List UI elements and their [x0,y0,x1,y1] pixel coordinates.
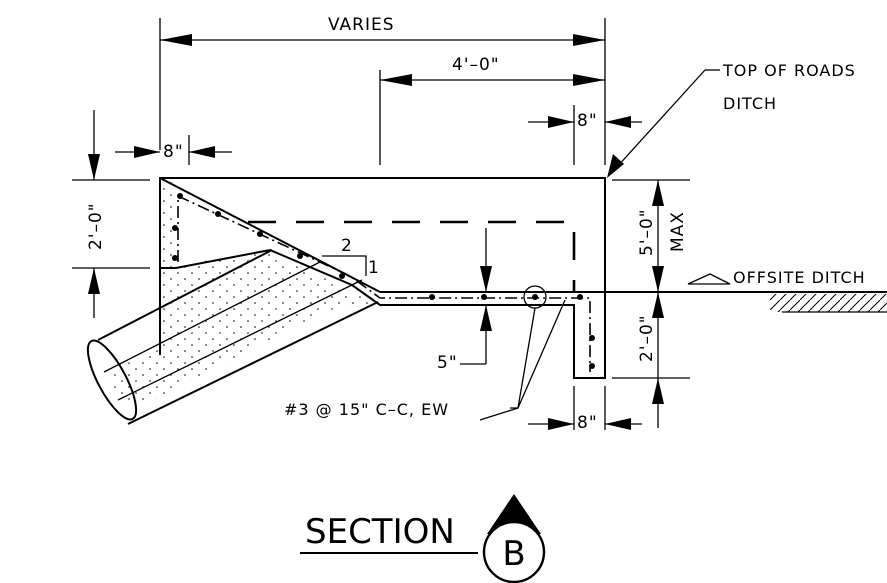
max-label: MAX [668,211,688,252]
varies-arrow-left [160,34,192,46]
rebar-left-wall [177,194,591,372]
top-of-roads-label-line1: TOP OF ROADS [722,61,856,80]
rebar-dot-10 [532,294,538,300]
eight-top-arrow-right [605,116,631,128]
max-water-dashed-line [248,220,576,292]
rebar-dot-2 [172,225,178,231]
four-ft-label: 4'–0" [452,55,500,75]
earth-hatch [770,294,887,312]
eight-left-label: 8" [163,142,184,162]
eight-bottom-arrow-left [548,418,574,430]
five-in-arrow-top [480,266,492,292]
eight-left-arrow-left [134,146,160,158]
four-ft-arrow-right [573,74,605,86]
top-of-roads-arrow [607,154,624,178]
eight-top-label: 8" [577,111,598,131]
rebar-leader-2 [517,299,566,409]
four-ft-arrow-left [380,74,412,86]
eight-bottom-arrow-right [605,418,631,430]
rebar-dot-7 [339,273,345,279]
section-title: SECTION [305,512,455,552]
two-left-arrow-top [88,154,100,180]
eight-bottom-label: 8" [577,413,598,433]
rebar-dot-11 [577,294,583,300]
pipe-top-line [97,249,273,341]
slope-run-label: 2 [341,236,353,256]
two-right-label: 2'–0" [637,314,657,362]
section-marker-label: B [502,534,525,574]
rebar-leader-1 [510,307,536,409]
eight-top-arrow-left [548,116,574,128]
two-right-arrow-bottom [652,378,664,404]
section-marker-circle [482,520,546,583]
two-left-arrow-bottom [88,268,100,294]
five-ft-label: 5'–0" [637,208,657,256]
five-in-arrow-bottom [480,305,492,331]
pipe-mid-line-1 [103,261,321,373]
two-right-arrow-top [652,292,664,318]
pipe-bottom-line [127,301,379,425]
top-of-roads-leader [615,69,706,169]
varies-arrow-right [573,34,605,46]
water-surface-symbol [687,273,731,285]
slope-rise-label: 1 [368,258,380,278]
rebar-note: #3 @ 15" C–C, EW [284,400,449,419]
rebar-dot-5 [257,231,263,237]
pipe-mid-line-2 [117,279,363,401]
rebar-dot-6 [297,253,303,259]
offsite-ditch-label: OFFSITE DITCH [733,268,866,287]
rebar-dot-13 [589,363,595,369]
top-of-roads-label-line2: DITCH [723,94,777,113]
rebar-dot-4 [215,211,221,217]
slope-indicator [322,255,367,276]
rebar-dot-9 [481,294,487,300]
rebar-dot-8 [429,294,435,300]
rebar-dot-12 [589,335,595,341]
rebar-dot-3 [172,255,178,261]
eight-left-arrow-right [189,146,215,158]
five-ft-arrow-bottom [652,266,664,292]
rebar-dot-1 [177,193,183,199]
rebar-leader-3 [479,407,519,421]
pipe-end-ellipse [86,339,138,421]
five-ft-arrow-top [652,180,664,206]
concrete-fill [108,182,380,402]
two-left-label: 2'–0" [86,202,106,250]
varies-label: VARIES [328,15,395,35]
five-in-label: 5" [437,353,458,373]
